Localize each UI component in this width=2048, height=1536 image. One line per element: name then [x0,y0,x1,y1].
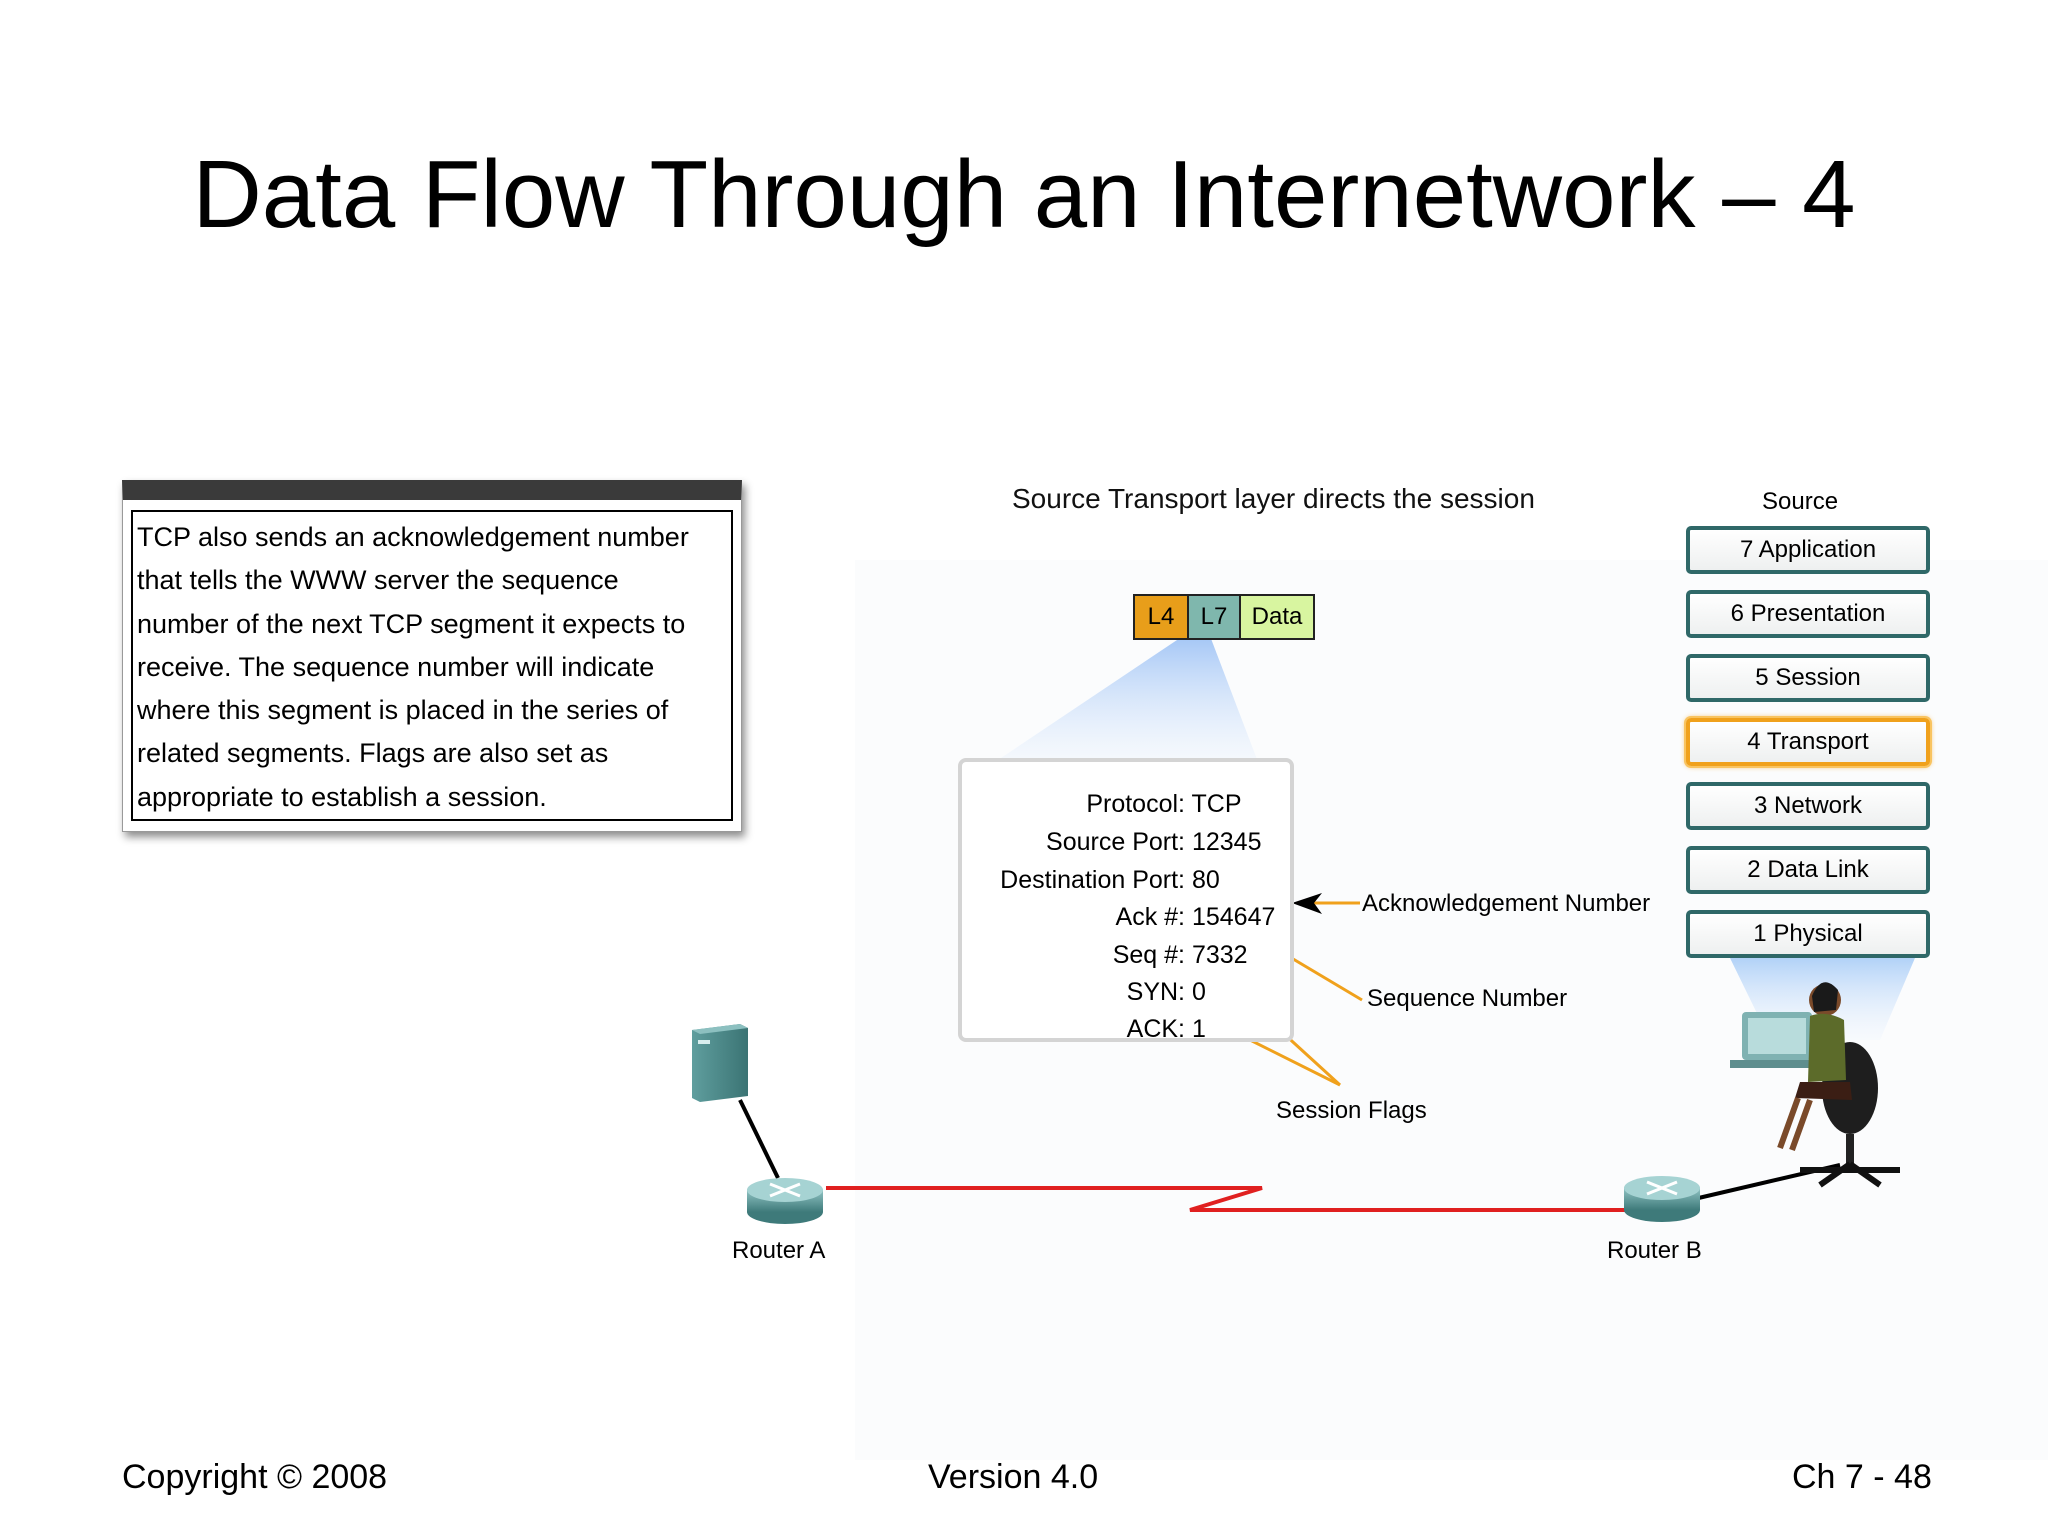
pdu-data: Data [1241,596,1313,638]
explanation-text: TCP also sends an acknowledgement number… [131,510,733,821]
ack-number-label: Acknowledgement Number [1362,890,1651,917]
router-a-label: Router A [732,1237,826,1264]
note-line: TCP also sends an acknowledgement number [137,522,689,552]
field-seq-number: Seq #: 7332 [1112,941,1248,969]
note-line: receive. The sequence number will indica… [137,651,655,682]
tcp-header-box: Protocol: TCP Source Port: 12345 Destina… [958,758,1294,1043]
server-icon [692,1024,748,1102]
slide-title: Data Flow Through an Internetwork – 4 [192,141,1856,248]
field-protocol: Protocol: TCP [1086,790,1242,818]
field-source-port: Source Port: 12345 [1046,828,1262,856]
pdu-segment: L4 L7 Data [1133,594,1315,640]
osi-layer-session: 5 Session [1686,654,1930,702]
user-workstation-icon [1730,982,1900,1188]
field-ack-flag: ACK: 1 [1126,1015,1206,1043]
note-line: where this segment is placed in the seri… [137,695,669,726]
router-b-label: Router B [1607,1237,1702,1264]
field-syn-flag: SYN: 0 [1126,978,1206,1006]
osi-layer-data-link: 2 Data Link [1686,846,1930,894]
note-line: related segments. Flags are also set as [137,738,609,769]
pdu-l7-header: L7 [1189,596,1241,638]
pdu-expansion-beam [995,636,1258,762]
note-line: number of the next TCP segment it expect… [137,608,686,639]
footer-version: Version 4.0 [928,1458,1099,1496]
sequence-number-label: Sequence Number [1367,985,1568,1012]
router-b-icon [1624,1176,1700,1222]
router-a-icon [747,1178,823,1224]
wan-link [826,1186,1626,1212]
pdu-l4-header: L4 [1135,596,1189,638]
osi-layer-physical: 1 Physical [1686,910,1930,958]
note-line: appropriate to establish a session. [137,781,547,812]
note-line: that tells the WWW server the sequence [137,565,619,596]
osi-layer-application: 7 Application [1686,526,1930,574]
osi-layer-presentation: 6 Presentation [1686,590,1930,638]
footer-copyright: Copyright © 2008 [122,1458,388,1496]
osi-layer-network: 3 Network [1686,782,1930,830]
field-destination-port: Destination Port: 80 [1000,866,1220,894]
footer-page-number: Ch 7 - 48 [1792,1458,1932,1496]
explanation-note: TCP also sends an acknowledgement number… [122,480,742,832]
field-ack-number: Ack #: 154647 [1115,903,1276,931]
osi-stack-title: Source [1762,488,1839,515]
osi-layer-transport: 4 Transport [1686,718,1930,766]
session-flags-label: Session Flags [1276,1097,1427,1124]
diagram-caption: Source Transport layer directs the sessi… [1012,483,1535,514]
server-link [738,1099,780,1179]
